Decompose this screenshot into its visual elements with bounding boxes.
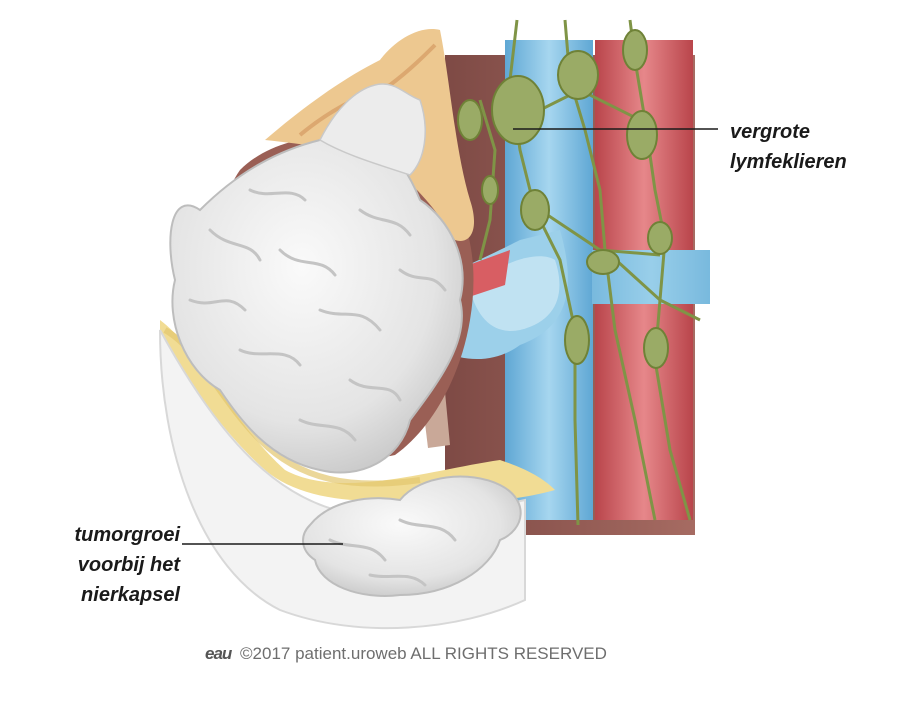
copyright-text: ©2017 patient.uroweb ALL RIGHTS RESERVED — [240, 644, 607, 663]
lymph-node — [643, 327, 669, 369]
lymph-node — [520, 189, 550, 231]
tumor-label-line1: tumorgroei — [74, 524, 180, 546]
tumor-label-line2: voorbij het — [77, 554, 180, 576]
eau-logo-icon: eau — [205, 644, 232, 663]
lymph-node — [557, 50, 599, 100]
lymph-node — [564, 315, 590, 365]
lymph-nodes-label: vergrote lymfeklieren — [730, 117, 847, 177]
lymph-node — [626, 110, 658, 160]
copyright-footer: eau ©2017 patient.uroweb ALL RIGHTS RESE… — [205, 644, 607, 664]
lymph-node — [481, 175, 499, 205]
lymph-label-line2: lymfeklieren — [730, 151, 847, 173]
lymph-node — [491, 75, 545, 145]
fat-layer — [160, 320, 555, 502]
lymph-node — [586, 249, 620, 275]
tumor-capsule-extension — [302, 475, 522, 597]
lymph-node — [647, 221, 673, 255]
tumor-label-line3: nierkapsel — [81, 584, 180, 606]
lymph-node — [622, 29, 648, 71]
lymph-label-line1: vergrote — [730, 121, 811, 143]
lymph-node — [457, 99, 483, 141]
tumor-extension-label: tumorgroei voorbij het nierkapsel — [40, 520, 180, 610]
